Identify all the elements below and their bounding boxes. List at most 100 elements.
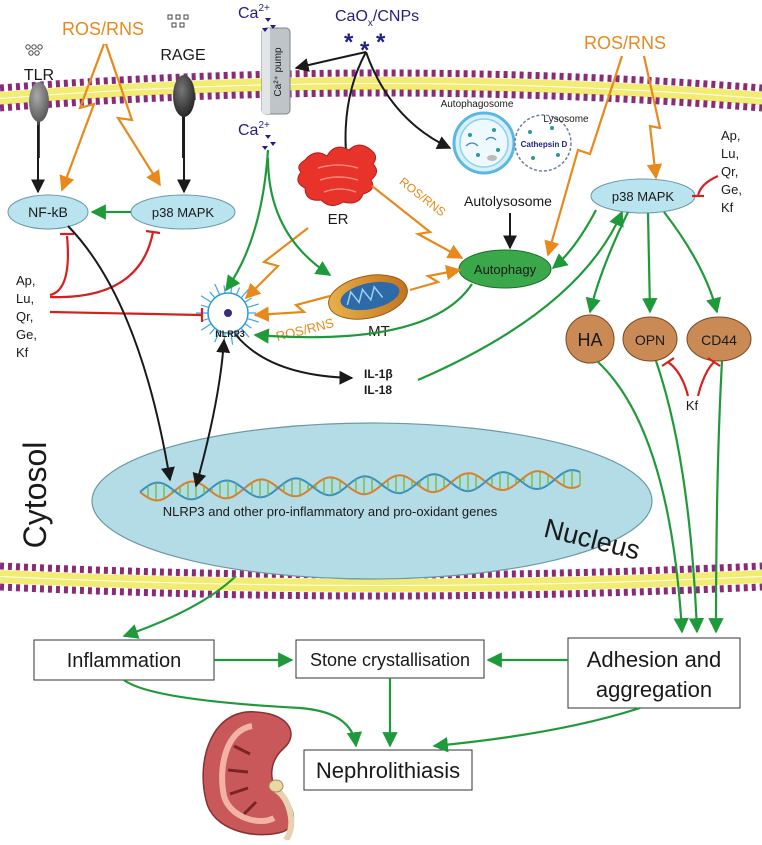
tlr-label: TLR [24, 67, 54, 84]
arrow-crystal-to-pump [294, 51, 367, 72]
nucleus [91, 422, 653, 580]
mitochondria-icon [328, 274, 408, 320]
svg-text:Ap,: Ap, [16, 273, 36, 288]
arrow-inflammation-to-nephro [123, 679, 363, 748]
arrow-ca-to-mt [266, 157, 332, 276]
adhesion-label-line2: aggregation [596, 677, 712, 702]
p38-mapk-left-label: p38 MAPK [152, 205, 214, 220]
lysosome-icon [514, 114, 572, 172]
svg-text:*: * [376, 29, 386, 56]
svg-text:Lu,: Lu, [721, 146, 739, 161]
cd44-label: CD44 [701, 332, 737, 348]
cell-membrane-bottom [0, 562, 762, 600]
svg-text:Ap,: Ap, [721, 128, 741, 143]
inhibitor-list-right: Ap, Lu, Qr, Ge, Kf [721, 128, 742, 215]
arrow-nlrp3-to-il [235, 334, 354, 385]
inhibition-line-right [692, 174, 719, 198]
nephrolithiasis-label: Nephrolithiasis [316, 758, 460, 783]
cd44-node [686, 316, 752, 362]
arrow-nucleus-to-inflammation [122, 575, 237, 639]
inhibition-lines-left [49, 229, 204, 322]
ros-bolt-er-to-autophagy [371, 185, 464, 259]
autophagy-label: Autophagy [474, 262, 537, 277]
ca-pump-channel [261, 27, 291, 115]
kidney-icon [202, 711, 295, 842]
kf-inhibition-lines [661, 357, 721, 397]
svg-text:Qr,: Qr, [16, 309, 33, 324]
er-label: ER [328, 211, 349, 228]
ros-bolt-mt-to-autophagy [409, 264, 462, 292]
stone-crystallisation-box [295, 639, 485, 679]
opn-label: OPN [635, 332, 665, 348]
svg-text:Kf: Kf [721, 200, 734, 215]
inhibitor-list-left: Ap, Lu, Qr, Ge, Kf [16, 273, 37, 360]
ros-label-top-right: ROS/RNS [584, 33, 666, 53]
ros-bolt-to-nfkb [59, 43, 106, 192]
genes-label: NLRP3 and other pro-inflammatory and pro… [163, 504, 498, 519]
ros-bolt-to-p38-left [104, 43, 161, 187]
ha-label: HA [577, 330, 602, 350]
ros-bolt-to-autophagy [544, 55, 624, 257]
arrow-p38-right-to-autophagy [551, 209, 597, 269]
arrow-crystal-to-autophagosome [365, 51, 452, 150]
tlr-ligand-icon [25, 44, 43, 56]
arrow-ha-to-adhesion [597, 361, 689, 634]
svg-text:Ge,: Ge, [16, 327, 37, 342]
kf-label: Kf [686, 398, 699, 413]
arrow-opn-to-adhesion [654, 360, 705, 634]
ca-pump-label: Ca²⁺ pump [273, 47, 284, 97]
ha-node [565, 314, 615, 364]
p38-mapk-right-label: p38 MAPK [612, 189, 674, 204]
er-organelle-icon [297, 144, 377, 206]
nfkb-label: NF-kB [28, 204, 68, 220]
nlrp3-inflammasome-icon [196, 281, 259, 345]
autolysosome-label: Autolysosome [464, 193, 552, 209]
cytosol-label: Cytosol [17, 442, 53, 549]
ca-mid-label: Ca2+ [238, 120, 270, 139]
svg-text:Qr,: Qr, [721, 164, 738, 179]
nfkb-node [7, 194, 89, 230]
rage-label: RAGE [160, 47, 205, 64]
arrow-p38-to-cd44 [663, 211, 722, 314]
adhesion-label-line1: Adhesion and [587, 647, 722, 672]
ca-top-label: Ca2+ [238, 3, 270, 22]
ros-bolt-er-to-nlrp3 [244, 227, 309, 300]
ca-top-dots-icon [262, 18, 276, 32]
arrow-p38-to-opn [642, 212, 658, 314]
arrow-adhesion-to-nephro [432, 706, 641, 753]
ros-label-top-left: ROS/RNS [62, 19, 144, 39]
lysosome-label: Lysosome [543, 114, 589, 125]
inflammation-box [33, 639, 215, 681]
nephrolithiasis-box [303, 749, 473, 791]
autophagosome-icon [452, 111, 516, 175]
arrow-nucleus-nlrp3 [192, 338, 231, 488]
autophagosome-label: Autophagosome [441, 99, 514, 110]
cell-membrane-top [0, 69, 762, 112]
ros-label-mt: ROS/RNS [274, 315, 335, 344]
stone-crystallisation-label: Stone crystallisation [310, 650, 470, 670]
inflammation-label: Inflammation [67, 650, 182, 672]
cathepsin-label: Cathepsin D [521, 140, 568, 149]
rage-ligand-icon [167, 14, 189, 28]
il1b-label: IL-1β [364, 367, 393, 381]
svg-text:Lu,: Lu, [16, 291, 34, 306]
caox-cnps-label: CaOx/CNPs [335, 8, 419, 29]
svg-text:Kf: Kf [16, 345, 29, 360]
ca-mid-dots-icon [262, 135, 276, 150]
adhesion-aggregation-box [567, 637, 741, 709]
crystal-stars-icon: *** [344, 29, 386, 64]
nlrp3-label: NLRP3 [215, 329, 245, 339]
arrow-p38-to-ha [585, 211, 629, 314]
arrow-cd44-to-adhesion [708, 360, 724, 634]
ros-bolt-to-p38-right [642, 55, 663, 180]
svg-text:*: * [344, 29, 354, 56]
arrow-il-to-p38-right [417, 210, 624, 382]
il18-label: IL-18 [364, 383, 392, 397]
arrow-ca-to-nlrp3 [225, 149, 270, 292]
opn-node [622, 316, 678, 362]
svg-text:*: * [360, 37, 370, 64]
ros-bolt-mt-to-nlrp3 [253, 294, 331, 322]
svg-text:Ge,: Ge, [721, 182, 742, 197]
